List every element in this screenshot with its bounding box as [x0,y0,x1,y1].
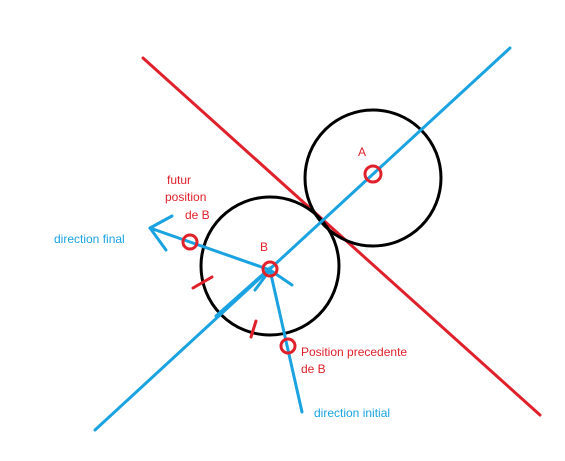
label-future-position-2: position [165,190,206,204]
blue-center-line [93,46,512,432]
label-future-position-1: futur [167,173,191,187]
label-point-a: A [358,145,366,159]
circle-a [303,108,443,248]
circle-b [199,195,341,337]
label-previous-position-1: Position precedente [301,345,407,359]
label-direction-initial: direction initial [314,406,390,420]
direction-initial-line [268,268,304,414]
red-tangent-line [141,56,542,417]
label-previous-position-2: de B [301,362,326,376]
future-position-marker [181,233,199,251]
blue-stub-line-1 [214,266,272,318]
label-direction-final: direction final [54,232,125,246]
label-point-b: B [260,240,268,254]
red-tick-2 [249,319,258,339]
point-a-marker [363,164,383,184]
direction-final-arrowhead [148,214,174,252]
direction-final-line [148,226,272,272]
point-b-marker [261,260,279,278]
previous-position-marker [279,337,297,355]
red-tick-1 [191,275,214,290]
label-future-position-3: de B [185,208,210,222]
